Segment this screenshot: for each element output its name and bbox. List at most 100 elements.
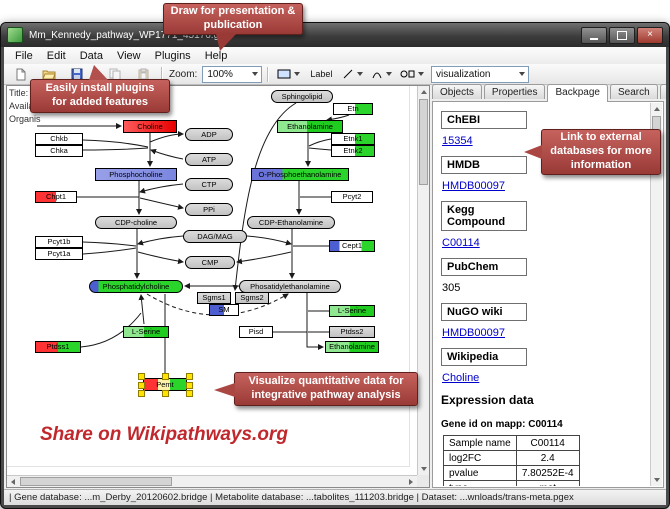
node-phosatidylethanolamine[interactable]: Phosatidylethanolamine	[239, 280, 341, 293]
db-value-wikipedia[interactable]: Choline	[442, 372, 480, 384]
selection-handle[interactable]	[186, 373, 193, 380]
menu-plugins[interactable]: Plugins	[154, 49, 191, 62]
minimize-button[interactable]	[581, 26, 607, 44]
selection-handle[interactable]	[162, 373, 169, 380]
menu-data[interactable]: Data	[79, 49, 103, 62]
menu-edit[interactable]: Edit	[46, 49, 66, 62]
node-ctp[interactable]: CTP	[185, 178, 233, 191]
line-tool-button[interactable]	[339, 65, 366, 84]
canvas-vertical-scrollbar[interactable]	[417, 86, 429, 475]
new-pathway-button[interactable]	[8, 65, 34, 84]
chevron-down-icon	[294, 72, 301, 76]
node-etnk2[interactable]: Etnk2	[331, 145, 375, 157]
minimize-icon	[590, 37, 598, 40]
node-ptdss2[interactable]: Ptdss2	[329, 326, 375, 338]
node-l-serine-right[interactable]: L-Serine	[329, 305, 375, 317]
node-o-phosphoethanolamine[interactable]: O-Phosphoethanolamine	[251, 168, 349, 181]
db-value-hmdb[interactable]: HMDB00097	[442, 180, 505, 192]
node-etnk1[interactable]: Etnk1	[331, 133, 375, 145]
db-value-nugo-wiki[interactable]: HMDB00097	[442, 327, 505, 339]
pathway-info-line: Availab	[9, 101, 39, 111]
chevron-down-icon	[357, 72, 364, 76]
node-pcyt2[interactable]: Pcyt2	[331, 191, 373, 203]
zoom-select[interactable]: 100%	[202, 65, 263, 83]
selection-handle[interactable]	[138, 373, 145, 380]
node-choline[interactable]: Choline	[123, 120, 177, 133]
selection-handle[interactable]	[138, 381, 145, 389]
drawing-board-edge	[7, 86, 410, 467]
pathway-edge-6	[308, 138, 332, 147]
callout-draw-presentation: Draw for presentation & publication	[163, 3, 303, 51]
expression-cell: type	[443, 480, 517, 486]
tab-search[interactable]: Search	[609, 84, 658, 99]
node-l-serine-left[interactable]: L-Serine	[123, 326, 169, 338]
node-atp[interactable]: ATP	[185, 153, 233, 166]
title-bar[interactable]: Mm_Kennedy_pathway_WP1771_45176.gp... ×	[1, 23, 669, 47]
tab-legend[interactable]: Legend	[659, 84, 666, 99]
node-cdp-ethanolamine[interactable]: CDP-Ethanolamine	[247, 216, 335, 229]
db-value-chebi[interactable]: 15354	[442, 135, 473, 147]
close-button[interactable]: ×	[637, 26, 663, 44]
node-chkb[interactable]: Chkb	[35, 133, 83, 145]
node-cdp-choline[interactable]: CDP-choline	[95, 216, 177, 229]
label-tool-button[interactable]: Label	[305, 65, 337, 84]
node-pcyt1b[interactable]: Pcyt1b	[35, 236, 83, 248]
menu-view[interactable]: View	[116, 49, 141, 62]
window-controls: ×	[581, 26, 663, 44]
selection-handle[interactable]	[162, 390, 169, 397]
node-phosphatidylcholine[interactable]: Phosphatidylcholine	[89, 280, 183, 293]
datanode-tool-button[interactable]	[274, 65, 303, 84]
arc-tool-button[interactable]	[368, 65, 395, 84]
tab-backpage[interactable]: Backpage	[547, 84, 608, 102]
line-icon	[344, 69, 353, 79]
node-chka[interactable]: Chka	[35, 145, 83, 157]
visualization-value: visualization	[436, 68, 491, 80]
callout-visualize-data: Visualize quantitative data for integrat…	[214, 372, 418, 406]
app-icon	[7, 27, 23, 43]
selection-handle[interactable]	[186, 381, 193, 389]
shape-tool-button[interactable]	[397, 65, 427, 84]
node-chpt1[interactable]: Chpt1	[35, 191, 77, 203]
node-sphingolipid[interactable]: Sphingolipid	[271, 90, 333, 103]
node-ethanolamine-bottom[interactable]: Ethanolamine	[325, 341, 379, 353]
db-value-kegg-compound[interactable]: C00114	[442, 237, 480, 249]
node-ppi[interactable]: PPi	[185, 203, 233, 216]
node-phosphocholine[interactable]: Phosphocholine	[95, 168, 177, 181]
scrollbar-corner	[417, 475, 429, 487]
node-cmp[interactable]: CMP	[185, 256, 235, 269]
node-pisd[interactable]: Pisd	[239, 326, 273, 338]
maximize-icon	[617, 30, 627, 40]
tab-objects[interactable]: Objects	[432, 84, 482, 99]
node-cept1[interactable]: Cept1	[329, 240, 375, 252]
expression-cell: Sample name	[443, 435, 517, 451]
pathway-edge-21	[236, 251, 292, 265]
callout-pointer	[524, 145, 542, 159]
sidebar-tabs: ObjectsPropertiesBackpageSearchLegend	[432, 84, 666, 102]
selection-handle[interactable]	[138, 390, 145, 397]
selection-handle[interactable]	[186, 390, 193, 397]
tab-properties[interactable]: Properties	[483, 84, 546, 99]
node-etn[interactable]: Etn	[333, 103, 373, 115]
node-adp[interactable]: ADP	[185, 128, 233, 141]
canvas-horizontal-scrollbar[interactable]	[7, 475, 417, 487]
node-dag-mag[interactable]: DAG/MAG	[183, 230, 247, 243]
scroll-left-icon	[11, 479, 15, 485]
horizontal-scroll-thumb[interactable]	[20, 477, 172, 486]
node-sgms2[interactable]: Sgms2	[235, 292, 269, 304]
node-sgms1[interactable]: Sgms1	[197, 292, 231, 304]
scroll-up-icon	[421, 90, 427, 94]
vertical-scroll-thumb[interactable]	[419, 99, 428, 185]
callout-external-databases: Link to external databases for more info…	[524, 129, 661, 175]
node-ptdss1[interactable]: Ptdss1	[35, 341, 81, 353]
visualization-select[interactable]: visualization	[431, 65, 529, 83]
node-sm[interactable]: SM	[209, 304, 239, 316]
node-ethanolamine-top[interactable]: Ethanolamine	[277, 120, 343, 133]
expression-cell: 2.4	[515, 450, 580, 466]
db-header-nugo-wiki: NuGO wiki	[441, 303, 527, 321]
menu-help[interactable]: Help	[204, 49, 228, 62]
menu-file[interactable]: File	[15, 49, 33, 62]
maximize-button[interactable]	[609, 26, 635, 44]
node-pcyt1a[interactable]: Pcyt1a	[35, 248, 83, 260]
